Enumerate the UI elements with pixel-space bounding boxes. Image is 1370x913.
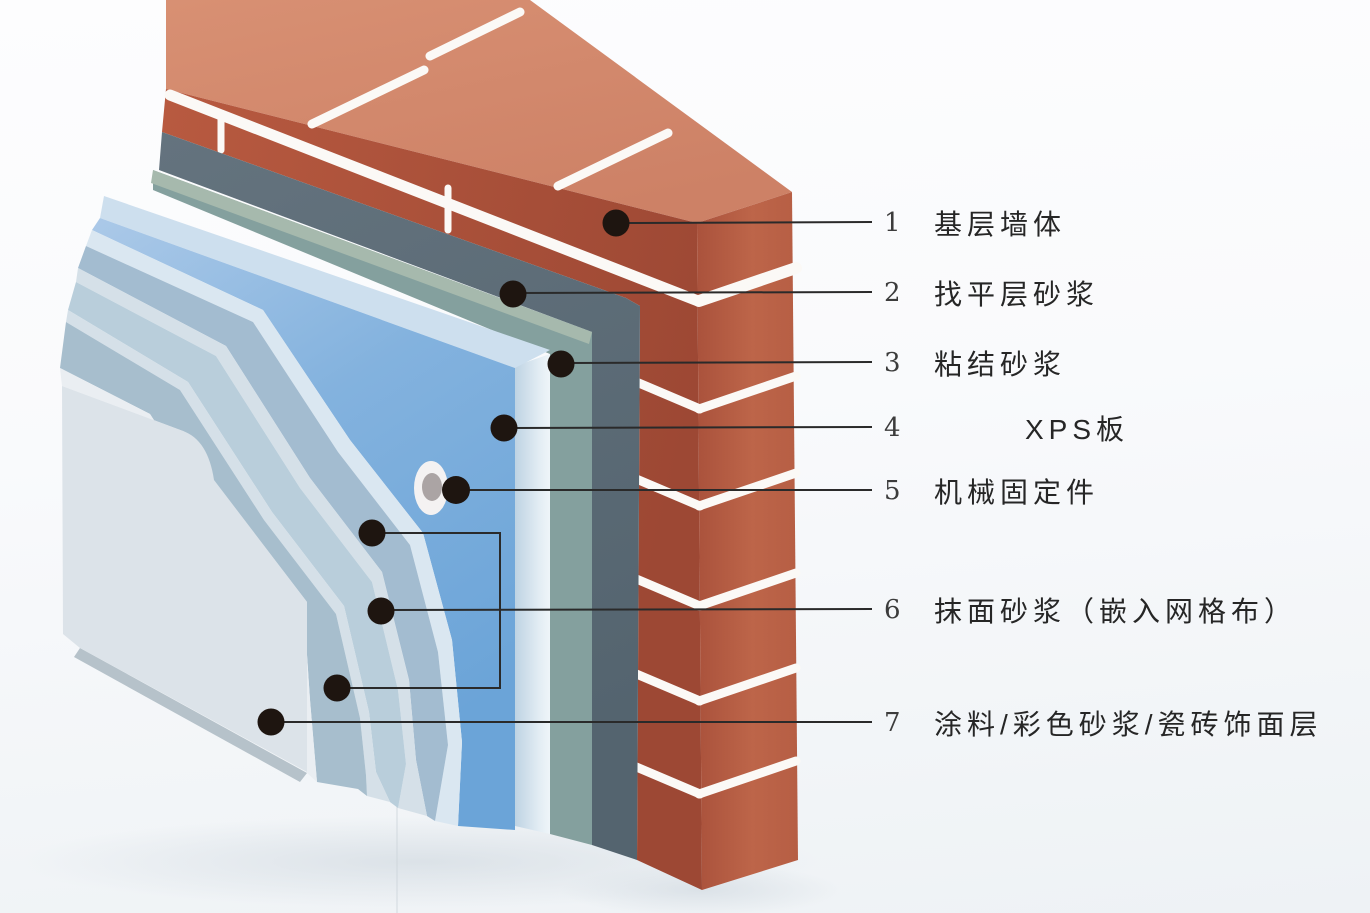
legend-text: 抹面砂浆（嵌入网格布） bbox=[934, 596, 1298, 627]
callout-dot-5 bbox=[442, 476, 470, 504]
legend-item-6: 6 抹面砂浆（嵌入网格布） bbox=[884, 592, 1297, 628]
leader-lines bbox=[280, 221, 873, 723]
callout-dot-1 bbox=[602, 209, 630, 237]
anchor-core bbox=[422, 473, 442, 501]
legend-text: 粘结砂浆 bbox=[934, 349, 1067, 380]
legend-text: 找平层砂浆 bbox=[934, 279, 1100, 310]
brick-mortar-joints bbox=[164, 7, 802, 799]
callout-dot-3 bbox=[547, 350, 575, 378]
bracket-line-6 bbox=[348, 532, 501, 689]
legend-item-7: 7 涂料/彩色砂浆/瓷砖饰面层 bbox=[884, 705, 1323, 741]
leader-line-3 bbox=[569, 361, 873, 364]
xps-board-layer bbox=[92, 196, 550, 834]
finish-face bbox=[62, 386, 307, 772]
legend-item-4: 4 XPS板 bbox=[884, 410, 1129, 446]
brick-left-face bbox=[162, 89, 702, 890]
finish-layer bbox=[60, 368, 317, 782]
callout-dot-6b bbox=[367, 597, 395, 625]
legend-number: 7 bbox=[884, 708, 901, 738]
legend-number: 5 bbox=[884, 476, 901, 506]
render-coat2-band bbox=[60, 322, 367, 796]
legend-number: 1 bbox=[884, 208, 901, 238]
legend-item-2: 2 找平层砂浆 bbox=[884, 275, 1099, 311]
legend-text: XPS板 bbox=[1025, 414, 1130, 445]
callout-dot-6a bbox=[358, 519, 386, 547]
bonding-mortar-top-strip bbox=[151, 170, 592, 344]
xps-face bbox=[92, 218, 515, 830]
callout-dot-7 bbox=[257, 708, 285, 736]
xps-end-strip bbox=[515, 354, 550, 834]
finish-bottom-shadow-strip bbox=[74, 648, 307, 782]
leader-line-2 bbox=[521, 291, 873, 294]
legend-text: 涂料/彩色砂浆/瓷砖饰面层 bbox=[934, 709, 1323, 740]
leader-line-1 bbox=[624, 221, 873, 224]
brick-wall bbox=[162, 0, 802, 890]
render-separator1 bbox=[76, 268, 427, 816]
callout-dot-4 bbox=[490, 414, 518, 442]
mesh-band bbox=[68, 282, 406, 808]
mechanical-anchor bbox=[414, 461, 448, 515]
legend-number: 3 bbox=[884, 348, 901, 378]
legend-item-1: 1 基层墙体 bbox=[884, 205, 1066, 241]
legend-item-3: 3 粘结砂浆 bbox=[884, 345, 1066, 381]
legend-item-5: 5 机械固定件 bbox=[884, 473, 1099, 509]
legend-number: 6 bbox=[884, 595, 901, 625]
brick-right-face bbox=[697, 192, 798, 890]
xps-top-strip bbox=[100, 196, 550, 368]
legend-number: 4 bbox=[884, 413, 901, 443]
brick-top-face bbox=[166, 0, 792, 223]
leader-line-6 bbox=[389, 608, 873, 611]
bonding-mortar-layer bbox=[151, 170, 592, 845]
legend-text: 机械固定件 bbox=[934, 477, 1100, 508]
callout-dot-2 bbox=[499, 280, 527, 308]
leader-line-4 bbox=[512, 426, 873, 429]
callout-dot-6c bbox=[323, 674, 351, 702]
callout-dots bbox=[257, 209, 630, 736]
render-cut-highlight bbox=[86, 230, 462, 826]
legend-text: 基层墙体 bbox=[934, 209, 1067, 240]
legend-number: 2 bbox=[884, 278, 901, 308]
